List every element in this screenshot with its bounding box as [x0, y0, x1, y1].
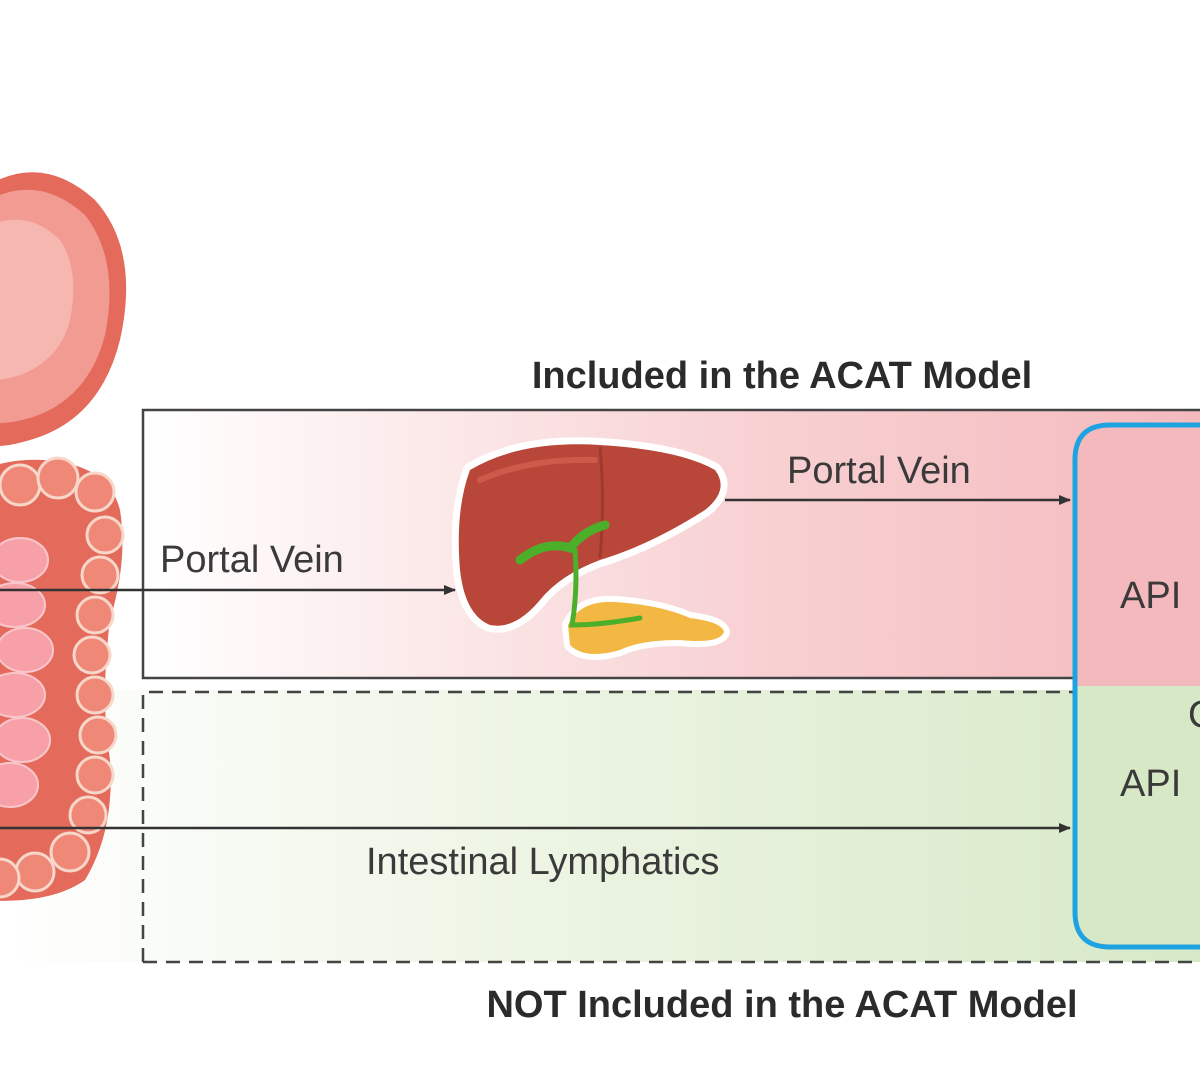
not-included-border	[141, 690, 1200, 964]
circulation-box	[1072, 422, 1200, 950]
circulation-fragment-label: C	[1188, 694, 1200, 736]
api-lower-label: API	[1120, 763, 1181, 805]
pancreas-icon	[562, 595, 730, 660]
included-heading: Included in the ACAT Model	[532, 355, 1032, 397]
intestines-icon	[0, 456, 125, 901]
stomach-icon	[0, 172, 127, 446]
gallbladder-icon	[515, 520, 643, 628]
not-included-region	[0, 690, 1200, 962]
portal-vein-label-right: Portal Vein	[787, 450, 971, 492]
intestinal-lymphatics-label: Intestinal Lymphatics	[366, 841, 719, 883]
portal-vein-label-left: Portal Vein	[160, 539, 344, 581]
not-included-heading: NOT Included in the ACAT Model	[486, 984, 1077, 1026]
api-upper-label: API	[1120, 575, 1181, 617]
